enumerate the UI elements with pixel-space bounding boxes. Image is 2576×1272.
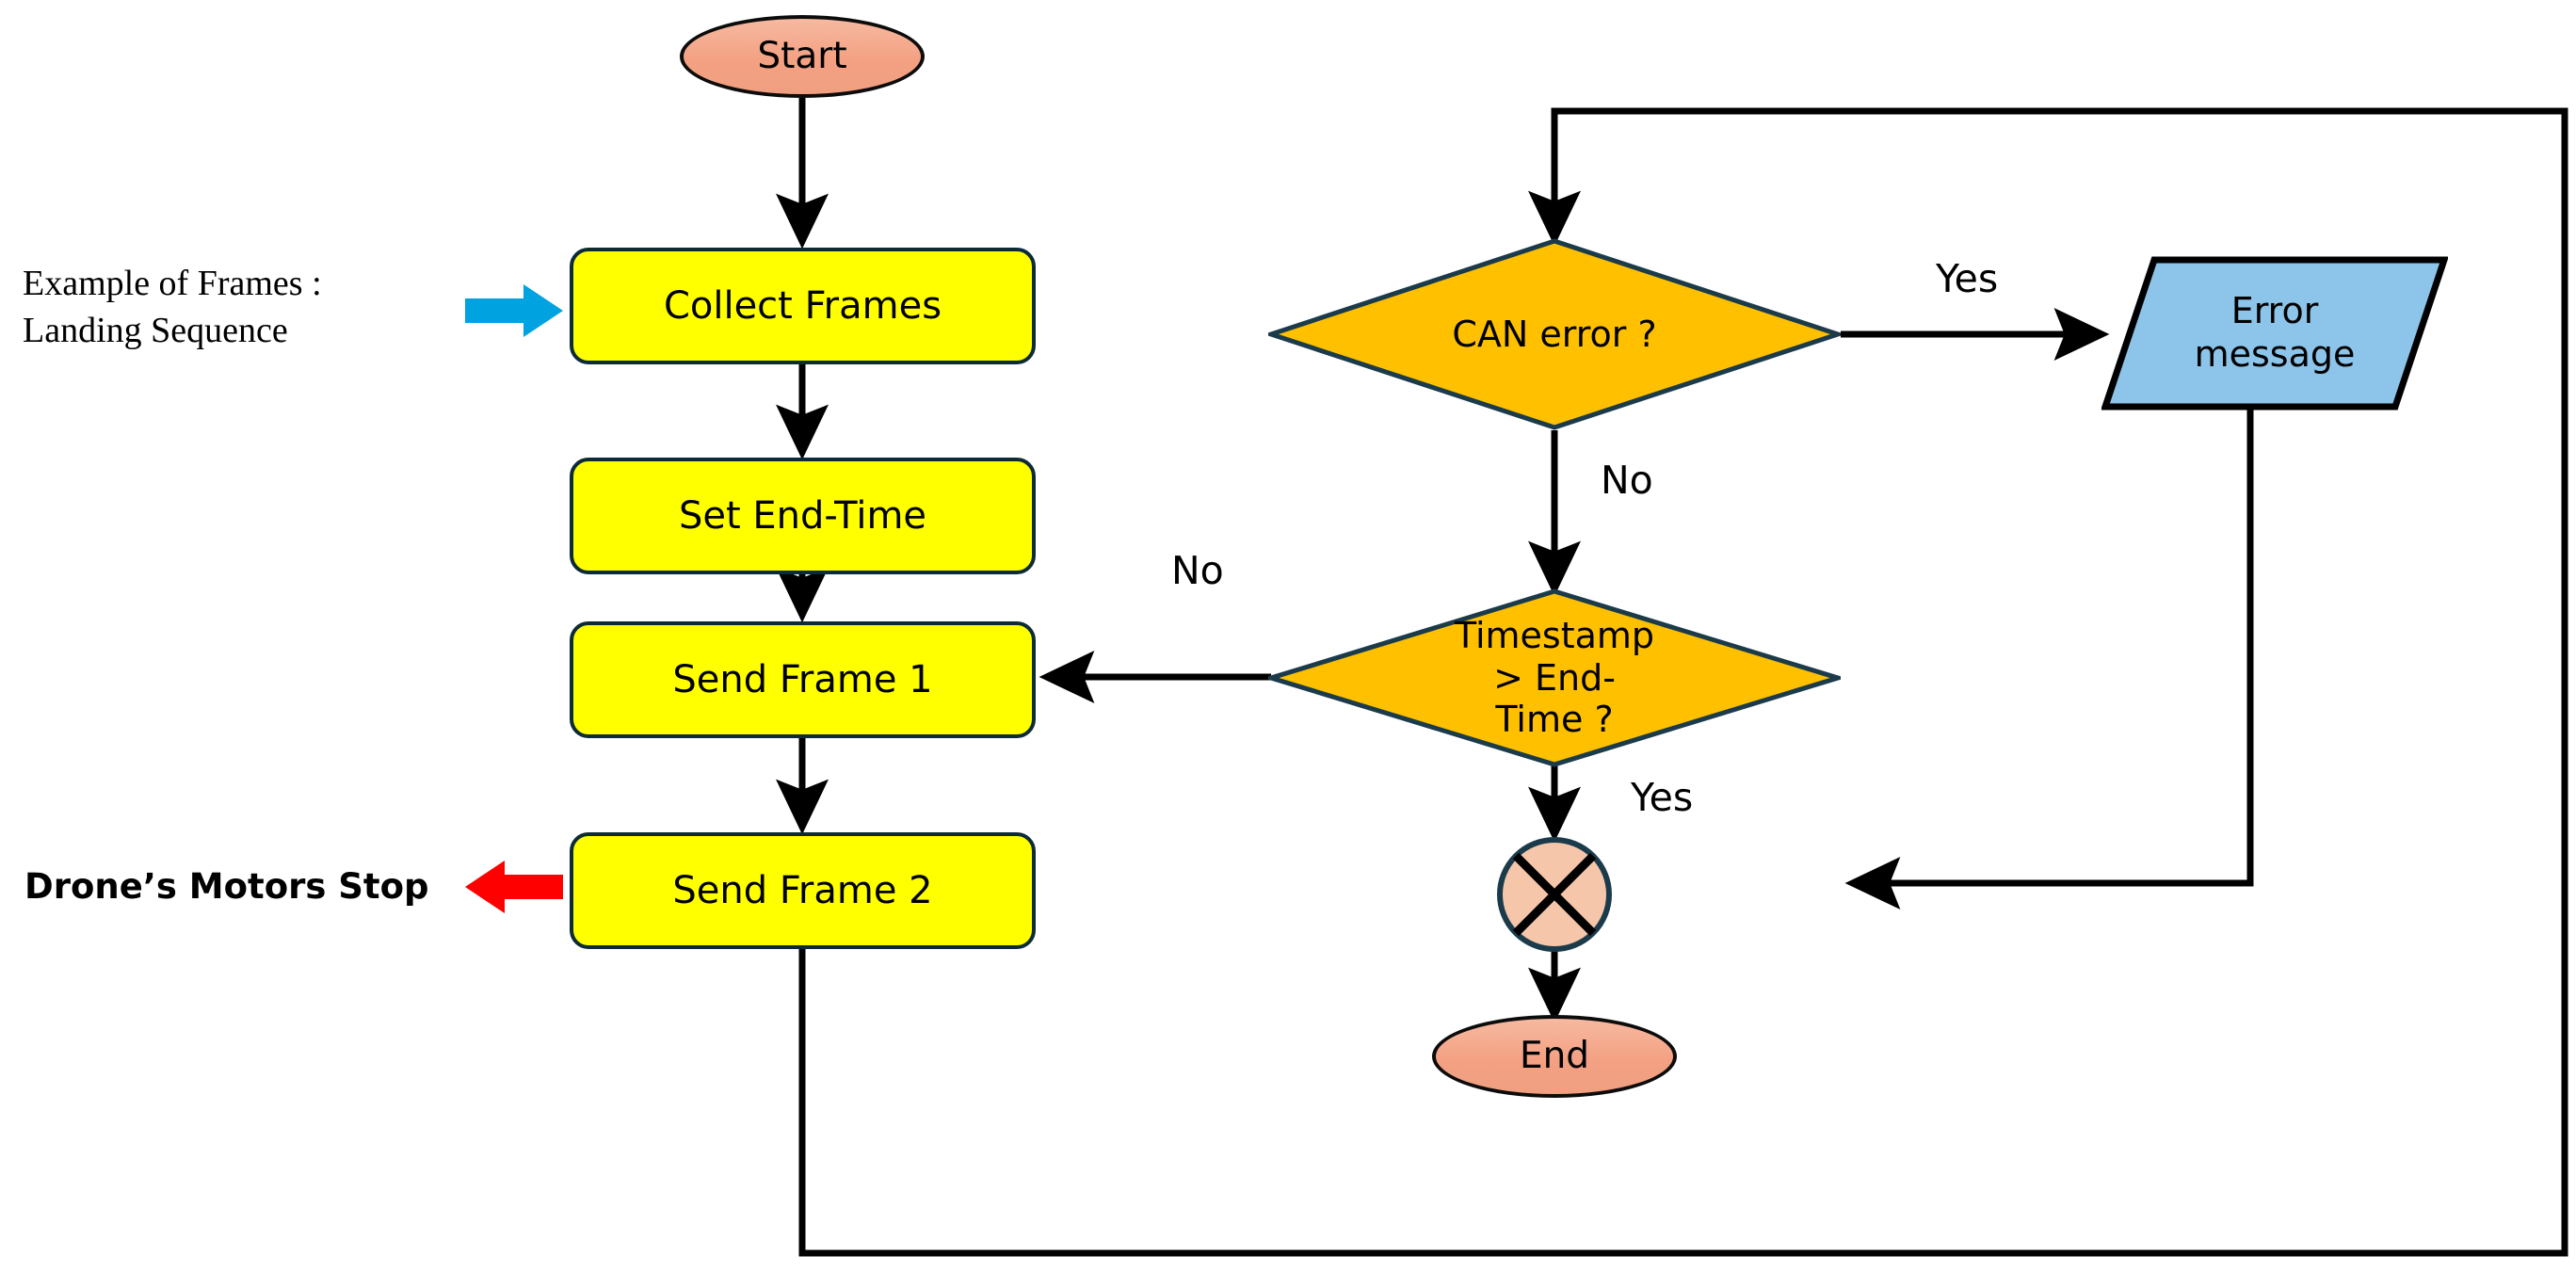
edge-errormsg-to-junction [1844,409,2254,910]
node-send-frame-2-label: Send Frame 2 [672,868,933,912]
error-message-parallelogram-shape [2101,256,2448,411]
node-merge-junction[interactable] [1494,834,1615,955]
merge-junction-circle-cross-icon [1497,837,1612,952]
node-set-end-time[interactable]: Set End-Time [570,458,1036,574]
edge-label-can-error-yes: Yes [1936,256,1999,301]
edge-label-timestamp-no: No [1171,548,1224,593]
node-can-error[interactable]: CAN error ? [1268,238,1841,430]
node-start-label: Start [757,35,847,78]
red-left-arrow-icon [465,861,563,913]
edge-frame2-bottom-loop [798,107,2568,1257]
node-collect-frames[interactable]: Collect Frames [570,248,1036,364]
node-set-end-time-label: Set End-Time [678,493,927,538]
node-send-frame-1-label: Send Frame 1 [672,657,933,701]
node-end-label: End [1519,1035,1590,1078]
node-send-frame-2[interactable]: Send Frame 2 [570,832,1036,949]
annotation-motors-stop: Drone’s Motors Stop [24,866,429,907]
blue-right-arrow-icon [465,284,563,337]
node-end[interactable]: End [1432,1015,1677,1098]
edge-label-timestamp-yes: Yes [1631,775,1694,820]
node-error-message[interactable]: Error message [2101,256,2448,411]
edge-label-can-error-no: No [1601,458,1653,503]
can-error-diamond-shape [1268,238,1841,430]
node-start[interactable]: Start [680,15,925,98]
timestamp-diamond-shape [1268,588,1841,767]
node-timestamp-check[interactable]: Timestamp > End- Time ? [1268,588,1841,767]
node-collect-frames-label: Collect Frames [663,283,942,328]
node-send-frame-1[interactable]: Send Frame 1 [570,621,1036,738]
annotation-frames-example: Example of Frames : Landing Sequence [23,264,322,351]
